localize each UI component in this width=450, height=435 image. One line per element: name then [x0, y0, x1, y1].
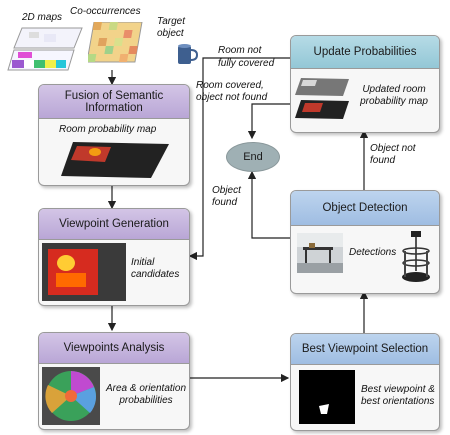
object-detection-title: Object Detection: [291, 191, 439, 226]
cooccurrence-matrix-image: [88, 22, 143, 63]
orientation-probabilities-image: [42, 367, 100, 425]
viewpoints-analysis-box: Viewpoints Analysis Area & orientation p…: [38, 332, 190, 430]
robot-image: [402, 231, 430, 282]
update-probabilities-box: Update Probabilities Updated room probab…: [290, 35, 440, 133]
mug-icon: [178, 44, 199, 64]
fusion-box: Fusion of Semantic Information Room prob…: [38, 84, 190, 186]
best-viewpoint-selection-box: Best Viewpoint Selection Best viewpoint …: [290, 333, 440, 431]
arrow-update-to-end: [247, 103, 290, 140]
initial-candidates-image: [42, 243, 126, 301]
room-not-covered-label: Room not fully covered: [218, 45, 275, 69]
viewpoints-analysis-title: Viewpoints Analysis: [39, 333, 189, 364]
arrow-detection-to-end: [247, 170, 290, 239]
best-viewpoint-selection-title: Best Viewpoint Selection: [291, 334, 439, 365]
viewpoint-generation-caption: Initial candidates: [131, 257, 180, 280]
maps-label: 2D maps: [22, 12, 63, 23]
best-viewpoint-selection-caption: Best viewpoint & best orientations: [361, 384, 435, 407]
best-viewpoint-image: [299, 370, 355, 424]
object-detection-box: Object Detection Detections: [290, 190, 440, 294]
object-not-found-label: Object not found: [370, 143, 416, 166]
target-object-label: Target object: [157, 16, 185, 39]
room-probability-map-image: [61, 142, 169, 178]
maps-image: [7, 27, 83, 71]
viewpoints-analysis-caption: Area & orientation probabilities: [105, 383, 187, 406]
fusion-caption: Room probability map: [59, 124, 157, 135]
detections-image: [297, 233, 343, 273]
inputs-area: 2D maps Co-occurrences Target object: [0, 0, 230, 75]
update-probabilities-title: Update Probabilities: [291, 36, 439, 69]
viewpoint-generation-title: Viewpoint Generation: [39, 209, 189, 240]
viewpoint-generation-box: Viewpoint Generation Initial candidates: [38, 208, 190, 306]
end-node: End: [226, 142, 280, 172]
object-found-label: Object found: [212, 185, 241, 208]
arrow-update-to-generation: [188, 57, 290, 261]
fusion-title: Fusion of Semantic Information: [39, 85, 189, 119]
updated-map-image: [295, 78, 349, 119]
object-detection-caption: Detections: [349, 247, 397, 258]
room-covered-label: Room covered, object not found: [196, 80, 268, 103]
update-probabilities-caption: Updated room probability map: [360, 84, 428, 107]
cooccurrences-label: Co-occurrences: [70, 6, 141, 17]
